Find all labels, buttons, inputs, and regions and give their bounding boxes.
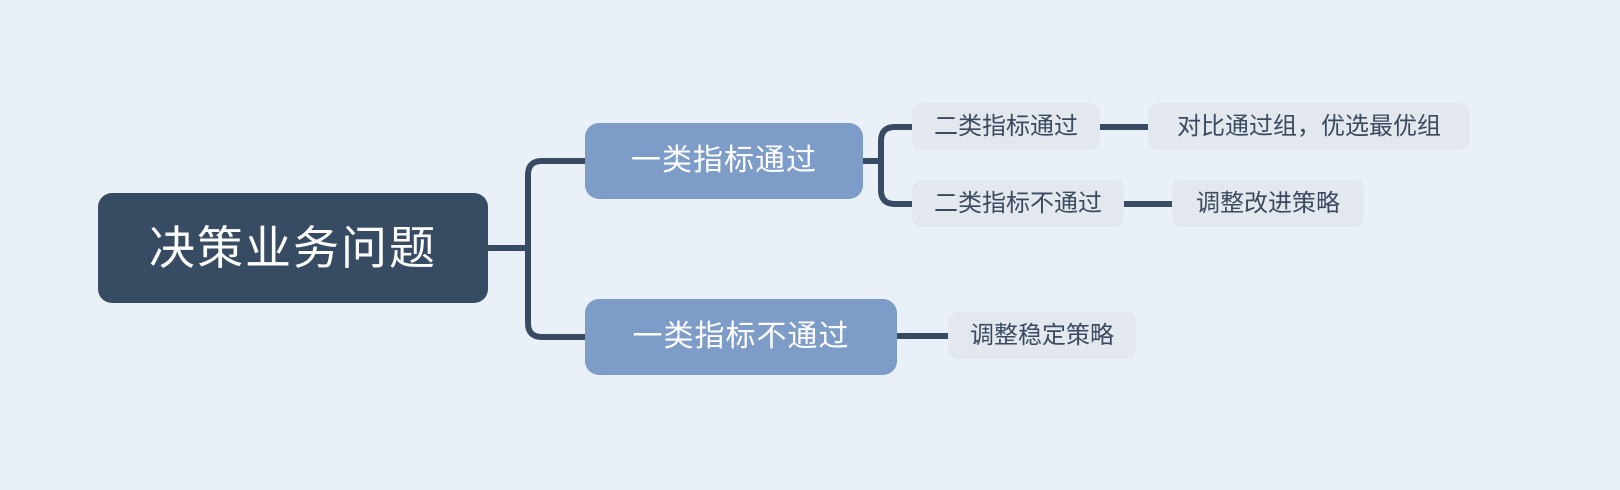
connector-branch-pass-sub-pass — [878, 124, 915, 164]
connector-root-branch-pass — [525, 158, 588, 251]
node-level2-fail[interactable]: 二类指标不通过 — [912, 180, 1124, 227]
node-level2-pass[interactable]: 二类指标通过 — [912, 103, 1100, 150]
node-leaf-adjust-improve-strategy[interactable]: 调整改进策略 — [1172, 180, 1364, 227]
node-branch-level1-fail[interactable]: 一类指标不通过 — [585, 299, 897, 375]
node-root-decision-problem[interactable]: 决策业务问题 — [98, 193, 488, 303]
connector-root-branch-fail — [525, 245, 588, 340]
node-leaf-compare-best-group[interactable]: 对比通过组，优选最优组 — [1148, 103, 1470, 150]
connector-branch-pass-sub-fail — [878, 158, 915, 207]
node-leaf-adjust-stable-strategy[interactable]: 调整稳定策略 — [948, 312, 1136, 359]
node-branch-level1-pass[interactable]: 一类指标通过 — [585, 123, 863, 199]
